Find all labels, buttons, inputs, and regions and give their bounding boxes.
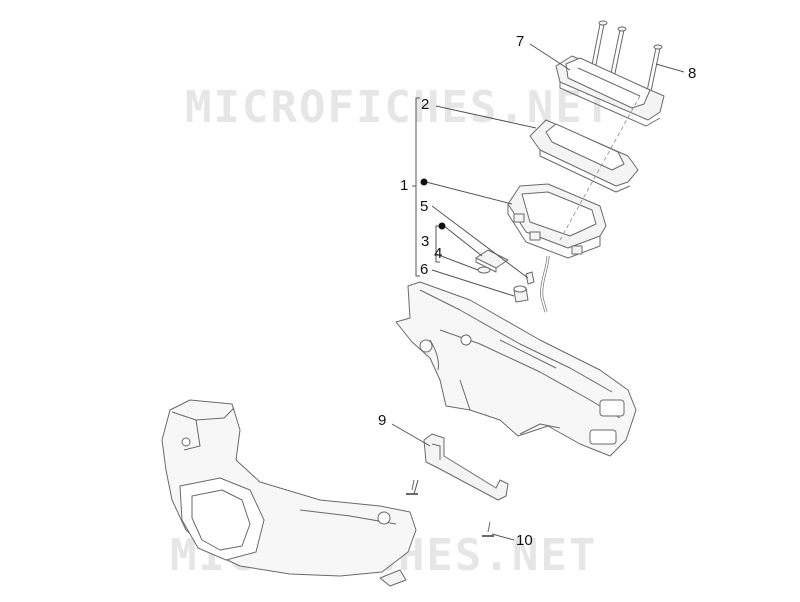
leader-4 [435,253,479,271]
leader-6 [431,269,515,297]
callout-3: 3 [421,233,430,250]
part-connector [513,271,535,303]
leader-8 [655,63,685,73]
part-instrument-cluster [507,183,607,313]
part-screws-long [590,20,663,97]
part-rear-handlebar-cover [395,281,637,457]
part-screws-short [406,479,494,537]
leader-10 [491,533,515,541]
callout-7: 7 [516,33,525,50]
leader-9 [391,423,431,447]
callout-5: 5 [420,198,429,215]
callout-1: 1 [400,177,409,194]
part-bracket [423,433,509,501]
part-front-handlebar-cover [161,399,417,587]
callout-9: 9 [378,412,387,429]
part-pad [475,249,509,274]
callout-10: 10 [516,532,533,549]
part-top-cover [555,55,665,127]
callout-8: 8 [688,65,697,82]
leader-5 [431,205,529,279]
callout-6: 6 [420,261,429,278]
callout-2: 2 [421,96,430,113]
callout-4: 4 [434,245,443,262]
leader-bracket-1 [415,97,420,277]
marker-dot-1 [420,178,428,186]
leader-7 [529,43,571,71]
leader-bracket-3 [435,225,440,263]
leader-3-pad [443,225,483,257]
part-cover [529,119,639,193]
leader-10b [413,479,419,495]
leader-2 [435,105,537,129]
watermark-top: MICROFICHES.NET [185,82,613,133]
leader-1-cluster [425,181,513,205]
marker-dot-3 [438,222,446,230]
